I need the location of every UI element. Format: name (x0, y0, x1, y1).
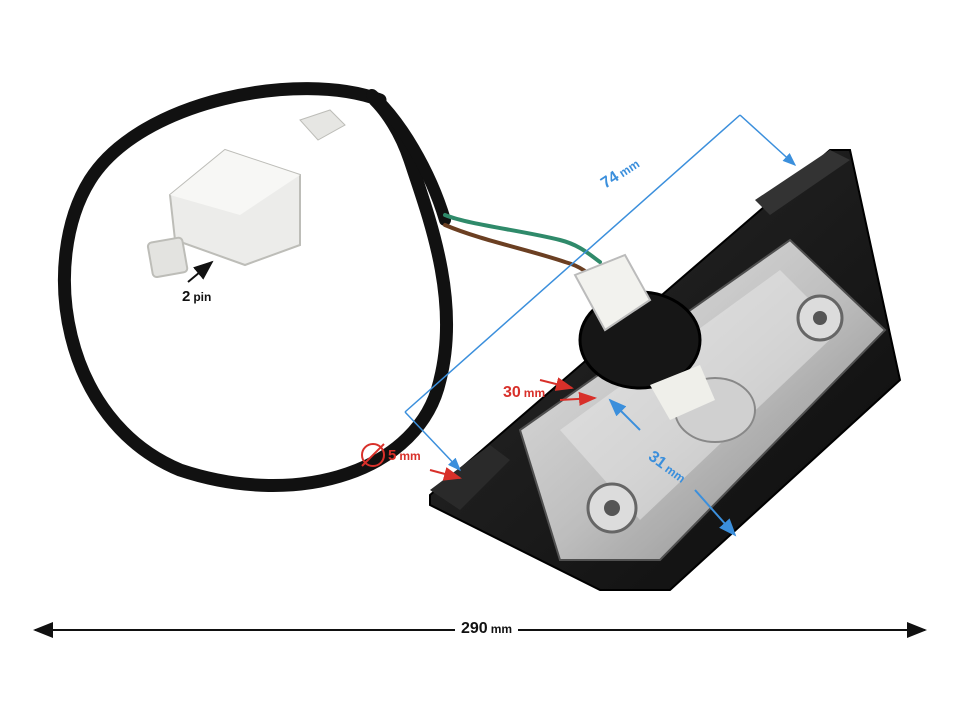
lamp-housing (429, 149, 902, 591)
height-30-value: 30 (503, 384, 521, 401)
dimension-30-arrows (539, 377, 597, 406)
hole-5-value: 5 (388, 447, 397, 464)
dimension-31 (608, 398, 737, 537)
connector-plug (146, 109, 346, 279)
dimension-5-arrow (361, 443, 462, 481)
total-length-value: 290 (461, 620, 488, 637)
pin-pointer-arrow (187, 260, 214, 283)
height-30-unit: mm (523, 386, 546, 400)
hole-5-unit: mm (399, 449, 421, 463)
pin-unit: pin (193, 290, 212, 304)
total-length-unit: mm (490, 622, 513, 636)
dimension-74 (404, 114, 797, 472)
pin-value: 2 (182, 288, 191, 305)
